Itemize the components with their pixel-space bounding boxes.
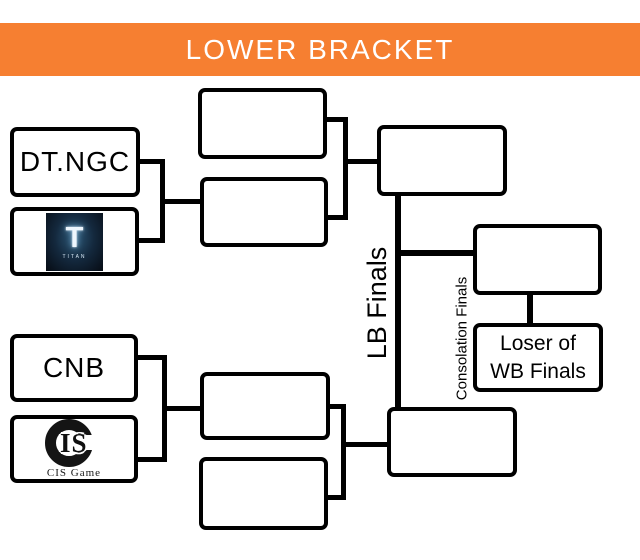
match-slot-round2-bottom-1: [200, 372, 330, 440]
cis-logo: IS: [43, 419, 105, 467]
cis-caption: CIS Game: [46, 467, 102, 479]
team-name-cnb: CNB: [42, 352, 106, 383]
consolation-finals-label: Consolation Finals: [453, 276, 471, 401]
match-box-cis: IS CIS Game: [10, 415, 138, 483]
titans-caption: TITAN: [62, 253, 87, 260]
match-slot-round2-top-2: [200, 177, 328, 247]
titans-logo: T TITAN: [46, 212, 103, 271]
match-box-cnb: CNB: [10, 334, 138, 402]
titans-monogram-icon: T: [65, 221, 84, 254]
connector-top-middle-out: [343, 159, 379, 164]
page-title: LOWER BRACKET: [185, 33, 455, 65]
match-box-dtngc: DT.NGC: [10, 127, 140, 197]
match-slot-round3-bottom: [387, 407, 517, 477]
connector-top-middle-vertical: [343, 117, 348, 220]
team-name-dtngc: DT.NGC: [19, 146, 131, 177]
match-box-titans: T TITAN: [10, 207, 139, 276]
connector-lb-finals-vertical: [395, 194, 401, 409]
match-slot-round2-top-1: [198, 88, 327, 159]
connector-bottom-middle-out: [341, 442, 389, 447]
connector-r2bottom1-stub: [328, 404, 346, 409]
match-slot-round3-top: [377, 125, 507, 196]
connector-cnb-stub: [136, 355, 166, 360]
connector-bottom-middle-vertical: [341, 404, 346, 500]
connector-r2top2-stub: [326, 215, 348, 220]
loser-box-line2: WB Finals: [490, 359, 586, 383]
connector-consolation-branch: [395, 250, 475, 256]
cis-monogram-icon: IS: [60, 428, 88, 458]
connector-r2bottom2-stub: [326, 495, 346, 500]
header-banner: LOWER BRACKET: [0, 23, 640, 76]
loser-box-line1: Loser of: [500, 331, 576, 355]
connector-r2top1-stub: [325, 117, 347, 122]
connector-dtngc-stub: [137, 159, 165, 164]
connector-titans-stub: [137, 238, 165, 243]
match-slot-round2-bottom-2: [199, 457, 328, 530]
connector-top-left-out: [160, 199, 202, 204]
cis-ring-gap: [81, 435, 94, 450]
loser-of-wb-finals-box: Loser of WB Finals: [473, 323, 603, 392]
connector-consolation-loser-stub: [527, 293, 533, 325]
connector-bottom-left-out: [162, 406, 202, 411]
connector-cis-stub: [136, 457, 166, 462]
match-slot-consolation: [473, 224, 602, 295]
